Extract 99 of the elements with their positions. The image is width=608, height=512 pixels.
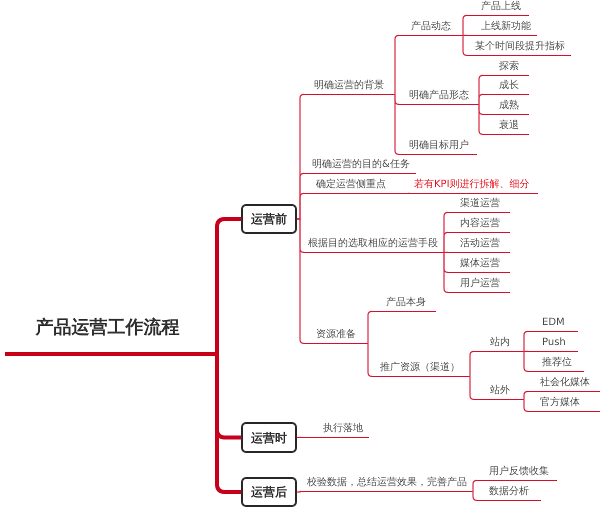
topic-node [304, 179, 408, 194]
topic-node [301, 477, 473, 492]
topic-node [467, 41, 571, 56]
topic-label: 用户运营 [460, 278, 500, 290]
topic-node [477, 486, 541, 501]
branch-line [523, 330, 529, 352]
topic-node [483, 61, 529, 76]
branch-line [444, 252, 448, 253]
topic-node [372, 362, 470, 377]
topic-node [304, 80, 395, 95]
branch-line [462, 14, 468, 36]
topic-node [528, 337, 578, 352]
topic-label: 产品本身 [386, 297, 426, 309]
branch-line [463, 34, 467, 36]
topic-node [448, 218, 510, 233]
topic-label: 产品上线 [481, 1, 521, 13]
topic-label: 站外 [490, 385, 510, 397]
branch-line [297, 218, 305, 344]
branch-line [478, 104, 484, 135]
stage-box [241, 204, 297, 234]
topic-node [448, 198, 510, 213]
branch-line [472, 490, 478, 501]
topic-node [528, 357, 584, 372]
topic-label: Push [542, 337, 566, 349]
topic-node [528, 317, 578, 332]
branch-line [523, 390, 529, 400]
topic-label: 社会化媒体 [540, 377, 590, 389]
topic-label: EDM [542, 317, 565, 329]
branch-line [443, 252, 449, 293]
topic-node [483, 120, 529, 135]
topic-label: 明确运营的目的&任务 [312, 159, 410, 171]
branch-line [394, 94, 400, 155]
topic-label: 校验数据，总结运营效果，完善产品 [307, 477, 467, 489]
topic-label: 用户反馈收集 [489, 466, 549, 478]
topic-label: 探索 [499, 61, 519, 73]
topic-node [399, 90, 479, 105]
topic-label: 明确运营的背景 [314, 80, 384, 92]
topic-label: 明确目标用户 [409, 140, 469, 152]
topic-label: 产品动态 [411, 21, 451, 33]
topic-node [483, 100, 529, 115]
branch-line [462, 34, 468, 56]
stage-label: 运营后 [251, 485, 287, 499]
topic-node [528, 397, 600, 412]
branch-line [297, 192, 305, 220]
topic-node [304, 238, 444, 253]
topic-label: 媒体运营 [460, 258, 500, 270]
topic-label: 若有KPI则进行拆解、细分 [414, 179, 530, 191]
topic-node [448, 238, 510, 253]
topic-node [477, 466, 557, 481]
topic-label: 推广资源（渠道） [380, 362, 460, 374]
topic-node [467, 1, 529, 16]
stage-label: 运营时 [251, 430, 287, 444]
branch-line [367, 310, 373, 344]
topic-node [528, 377, 600, 392]
topic-label: 明确产品形态 [409, 90, 469, 102]
branch-line [523, 350, 529, 372]
topic-label: 成长 [499, 80, 519, 92]
branch-line [524, 350, 528, 352]
topic-label: 推荐位 [542, 357, 572, 369]
stage-box [241, 422, 297, 453]
branch-line [367, 342, 373, 377]
topic-label: 执行落地 [323, 423, 363, 435]
topic-label: 资源准备 [316, 329, 356, 341]
topic-node [304, 329, 368, 344]
topic-label: 官方媒体 [540, 397, 580, 409]
branch-line [469, 376, 475, 400]
topic-node [474, 385, 524, 400]
topic-label: 数据分析 [489, 486, 529, 498]
topic-node [301, 423, 369, 438]
topic-label: 某个时间段提升指标 [475, 41, 565, 53]
topic-node [410, 179, 538, 194]
stage-box [241, 477, 297, 507]
topic-label: 内容运营 [460, 218, 500, 230]
branch-line [408, 192, 410, 194]
topic-node [448, 278, 510, 293]
topic-label: 上线新功能 [481, 21, 531, 33]
topic-node [372, 297, 436, 312]
topic-label: 根据目的选取相应的运营手段 [308, 238, 438, 250]
branch-line [472, 480, 478, 492]
branch-line [394, 34, 400, 95]
stage-label: 运营前 [251, 212, 287, 226]
topic-node [399, 140, 477, 155]
topic-label: 活动运营 [460, 238, 500, 250]
branch-line [478, 94, 484, 105]
topic-node [399, 21, 463, 36]
topic-label: 渠道运营 [460, 198, 500, 210]
topic-label: 衰退 [499, 120, 519, 132]
branch-line [523, 398, 529, 412]
topic-label: 站内 [490, 337, 510, 349]
topic-node [304, 159, 416, 174]
topic-label: 成熟 [499, 100, 519, 112]
branch-line [469, 350, 475, 377]
topic-node [474, 337, 524, 352]
topic-node [448, 258, 510, 273]
topic-label: 确定运营侧重点 [316, 179, 386, 191]
topic-node [483, 80, 529, 95]
topic-node [467, 21, 537, 36]
root-title: 产品运营工作流程 [36, 318, 180, 338]
branch-line [443, 232, 449, 253]
